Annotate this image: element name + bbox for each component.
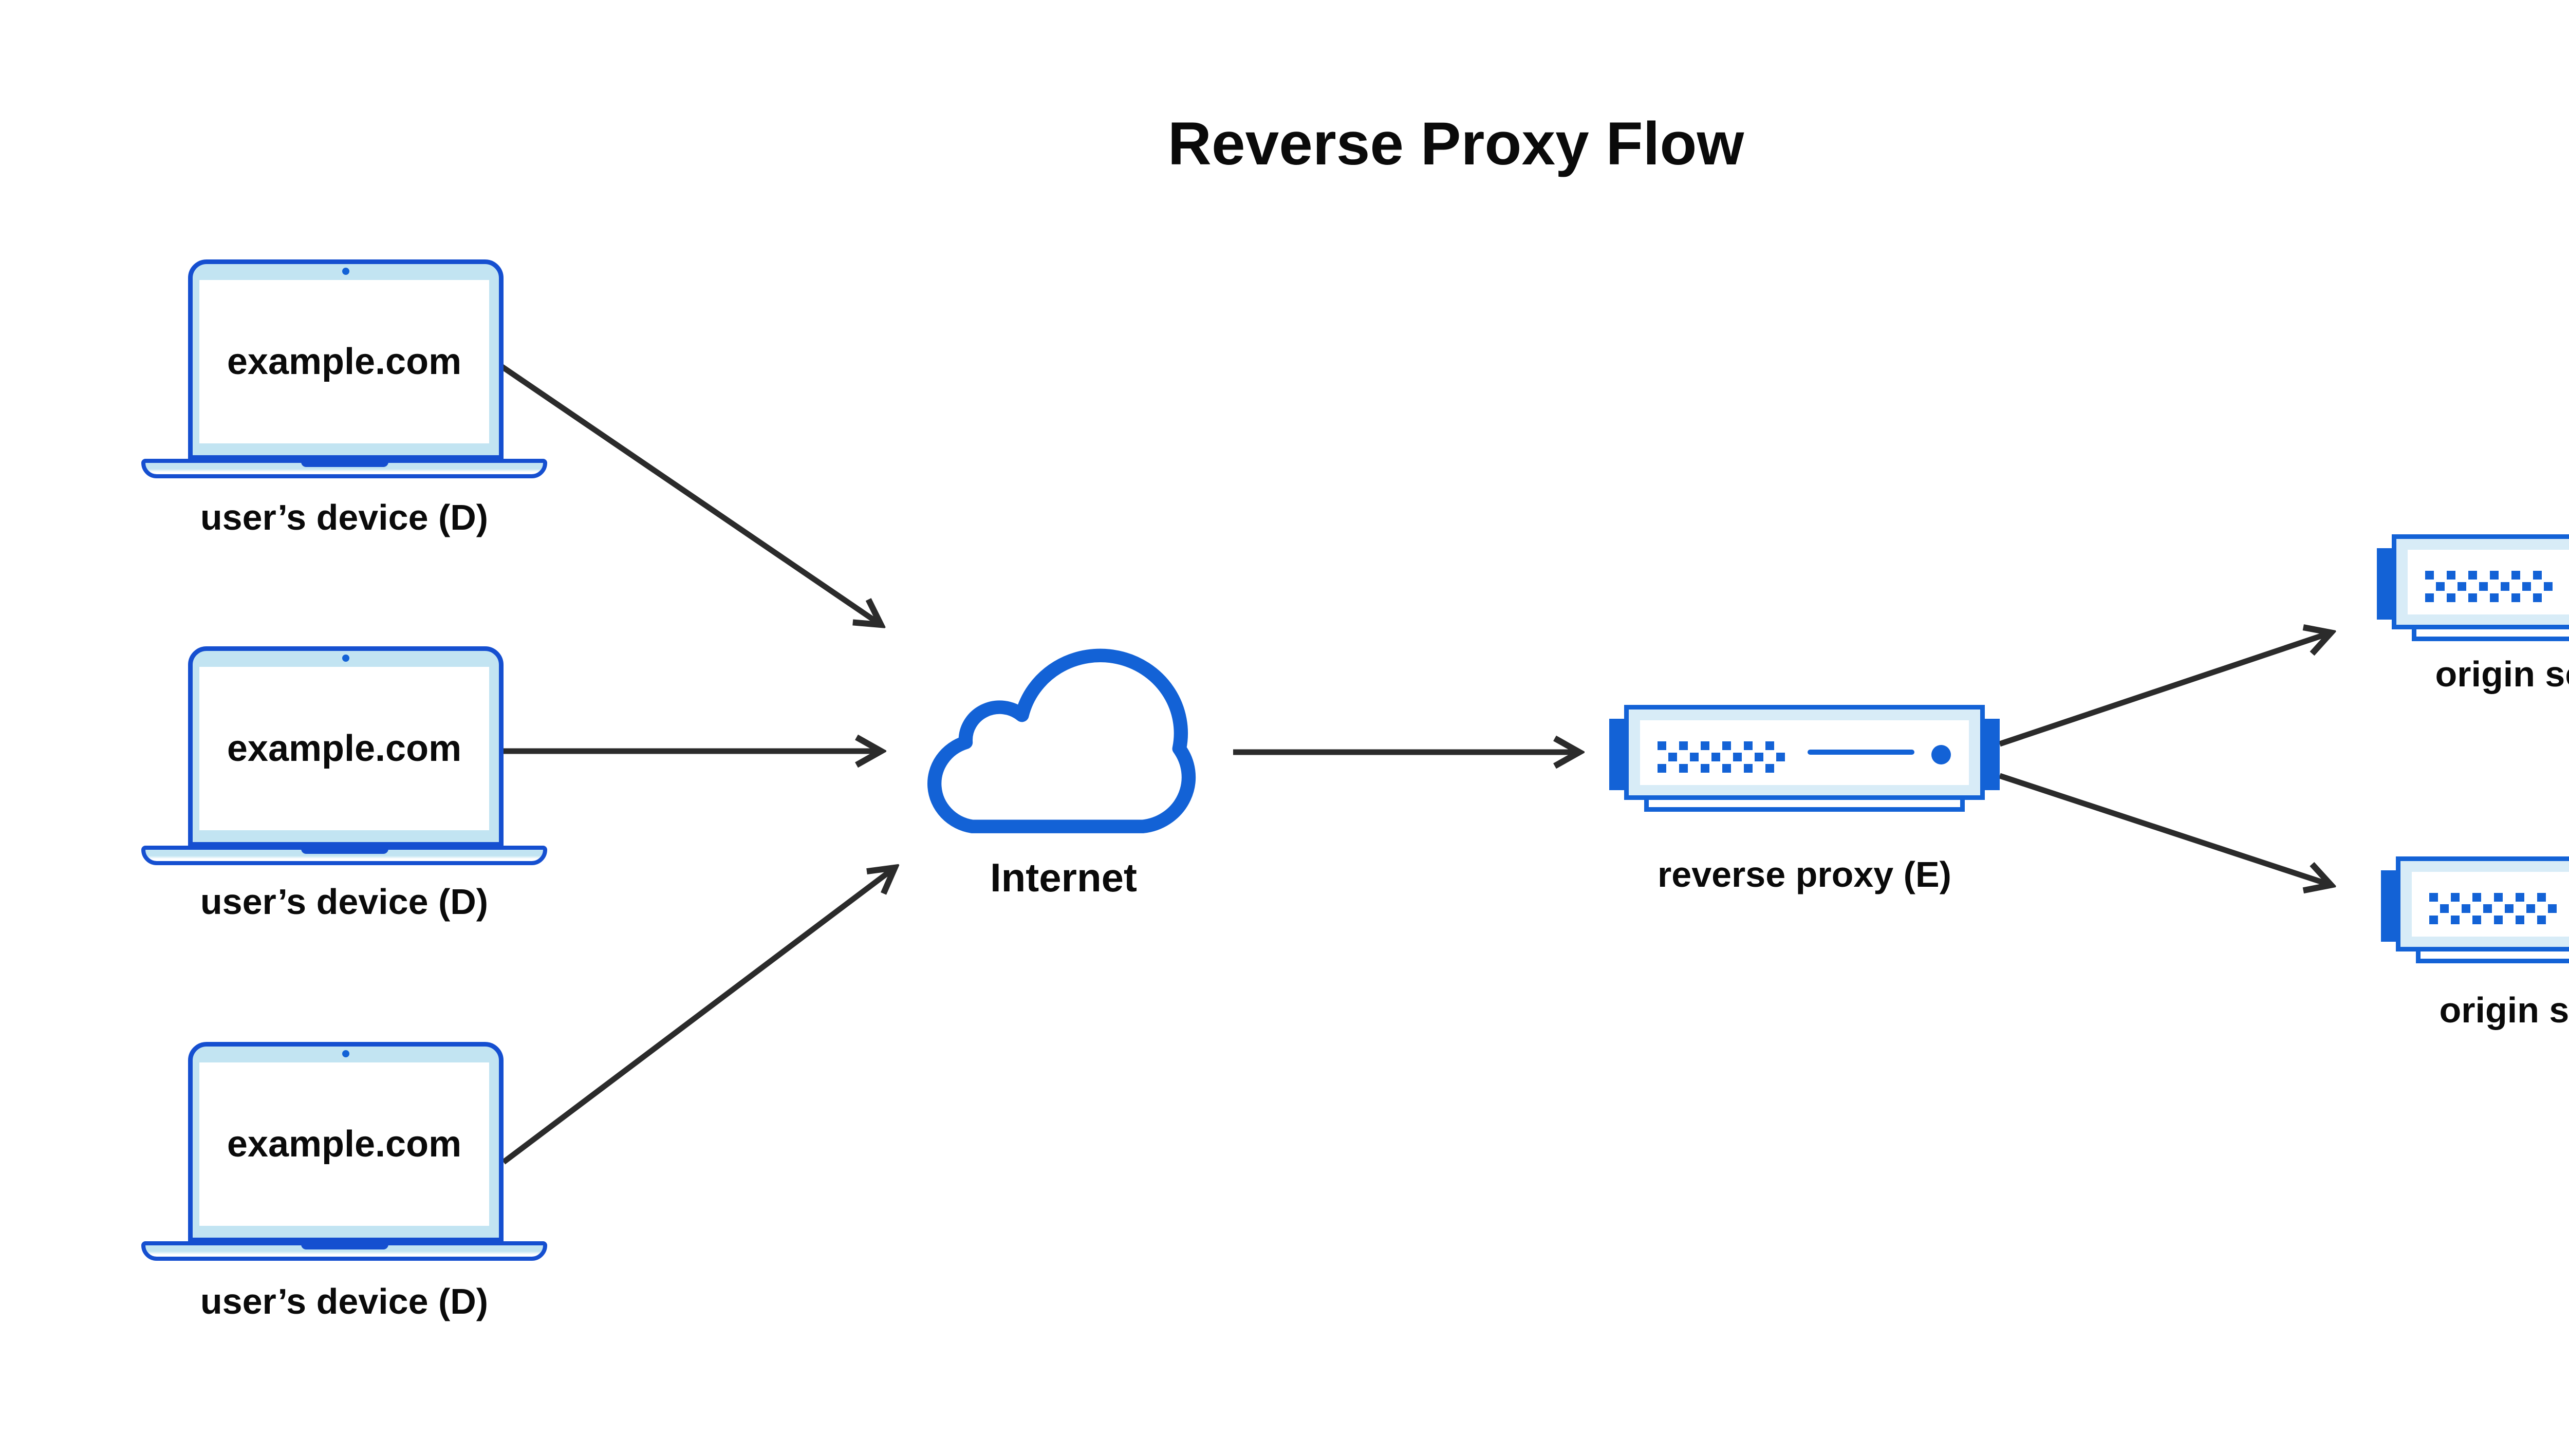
device-label: user’s device (D) xyxy=(200,497,489,537)
device-label: user’s device (D) xyxy=(200,1281,489,1321)
arrow-proxy-to-origin2 xyxy=(1999,773,2330,885)
laptop-screen: example.com xyxy=(199,1062,489,1226)
arrow-device3-to-internet xyxy=(501,868,894,1165)
device-screen-url: example.com xyxy=(227,1124,462,1165)
server-vent-pattern xyxy=(2429,893,2558,925)
server-vent-pattern xyxy=(2425,571,2554,603)
arrow-proxy-to-origin1 xyxy=(1999,633,2330,747)
laptop-hinge xyxy=(301,846,388,854)
origin-server-label: origin server (F) xyxy=(2439,990,2569,1030)
reverse-proxy-label: reverse proxy (E) xyxy=(1658,854,1951,894)
server-face xyxy=(2408,550,2569,614)
laptop-icon: example.com xyxy=(141,259,547,480)
laptop-icon: example.com xyxy=(141,1042,547,1263)
device-screen-url: example.com xyxy=(227,728,462,769)
server-vent-pattern xyxy=(1658,741,1786,773)
laptop-screen: example.com xyxy=(199,280,489,443)
server-icon xyxy=(2381,856,2569,966)
webcam-dot-icon xyxy=(342,1050,349,1057)
server-power-dot xyxy=(1931,745,1951,764)
laptop-hinge xyxy=(301,1241,388,1249)
server-icon xyxy=(2377,534,2569,644)
internet-label: Internet xyxy=(990,855,1138,900)
webcam-dot-icon xyxy=(342,655,349,662)
cloud-icon xyxy=(927,648,1196,833)
diagram-title: Reverse Proxy Flow xyxy=(1167,110,1744,178)
device-label: user’s device (D) xyxy=(200,882,489,922)
server-slot-line xyxy=(1808,750,1914,755)
laptop-hinge xyxy=(301,459,388,467)
webcam-dot-icon xyxy=(342,268,349,275)
server-icon xyxy=(1609,705,2000,815)
laptop-screen: example.com xyxy=(199,667,489,830)
laptop-icon: example.com xyxy=(141,646,547,867)
device-screen-url: example.com xyxy=(227,341,462,382)
arrow-device1-to-internet xyxy=(499,364,880,624)
origin-server-label: origin server (F) xyxy=(2435,654,2569,694)
